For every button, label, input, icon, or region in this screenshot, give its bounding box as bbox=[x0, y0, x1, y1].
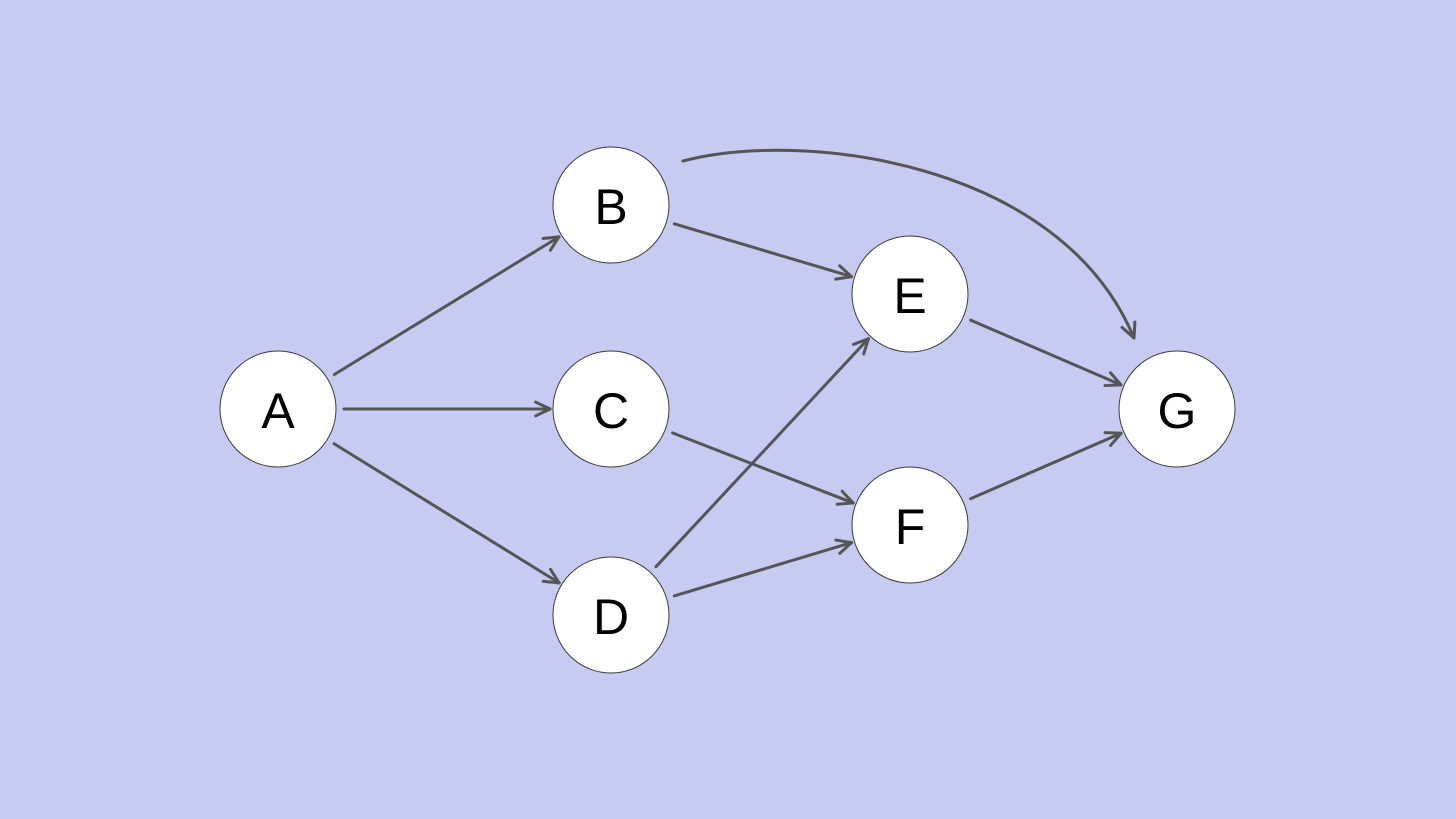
node-circle-d bbox=[552, 556, 670, 674]
arrowhead-A-C bbox=[534, 400, 552, 418]
edge-line-B-E bbox=[672, 222, 854, 279]
nodes-layer: A B C D E F G bbox=[219, 146, 1236, 674]
node-a: A bbox=[219, 350, 337, 468]
node-label-c: C bbox=[593, 383, 629, 439]
edge-line-A-B bbox=[332, 235, 561, 377]
arrowhead-F-G bbox=[1103, 431, 1123, 447]
arrowhead-A-D bbox=[541, 567, 561, 585]
edges-layer bbox=[332, 148, 1137, 598]
arrowhead-A-B bbox=[541, 235, 561, 252]
node-label-f: F bbox=[895, 499, 926, 555]
node-circle-c bbox=[552, 350, 670, 468]
edge-a-d bbox=[332, 442, 561, 585]
node-e: E bbox=[851, 235, 969, 353]
edge-c-f bbox=[671, 431, 855, 506]
node-label-a: A bbox=[261, 383, 295, 439]
node-circle-a bbox=[219, 350, 337, 468]
edge-line-D-E bbox=[654, 337, 870, 569]
edge-line-C-F bbox=[671, 431, 855, 505]
node-label-g: G bbox=[1158, 383, 1197, 439]
edge-d-f bbox=[672, 538, 854, 598]
arrowhead-B-G bbox=[1120, 320, 1137, 340]
edge-b-e bbox=[672, 222, 854, 281]
node-c: C bbox=[552, 350, 670, 468]
node-label-d: D bbox=[593, 589, 629, 645]
edge-line-E-G bbox=[969, 318, 1123, 387]
arrowhead-D-F bbox=[834, 538, 854, 555]
node-b: B bbox=[552, 146, 670, 264]
edge-b-g bbox=[681, 148, 1137, 340]
node-circle-b bbox=[552, 146, 670, 264]
edge-line-B-G bbox=[681, 148, 1136, 340]
edge-d-e bbox=[654, 337, 870, 569]
arrowhead-E-G bbox=[1103, 371, 1123, 388]
node-g: G bbox=[1118, 350, 1236, 468]
node-f: F bbox=[851, 466, 969, 584]
arrowhead-D-E bbox=[852, 337, 870, 356]
node-circle-e bbox=[851, 235, 969, 353]
edge-line-F-G bbox=[969, 431, 1123, 501]
edge-e-g bbox=[969, 318, 1123, 388]
edge-a-b bbox=[332, 235, 561, 377]
node-circle-g bbox=[1118, 350, 1236, 468]
node-label-b: B bbox=[594, 179, 627, 235]
node-circle-f bbox=[851, 466, 969, 584]
node-label-e: E bbox=[893, 268, 926, 324]
arrowhead-B-E bbox=[834, 264, 854, 281]
edge-a-c bbox=[342, 400, 552, 418]
edge-f-g bbox=[969, 431, 1123, 501]
arrowhead-C-F bbox=[835, 489, 855, 506]
edge-line-D-F bbox=[672, 541, 854, 598]
edge-line-A-D bbox=[332, 442, 561, 585]
node-d: D bbox=[552, 556, 670, 674]
